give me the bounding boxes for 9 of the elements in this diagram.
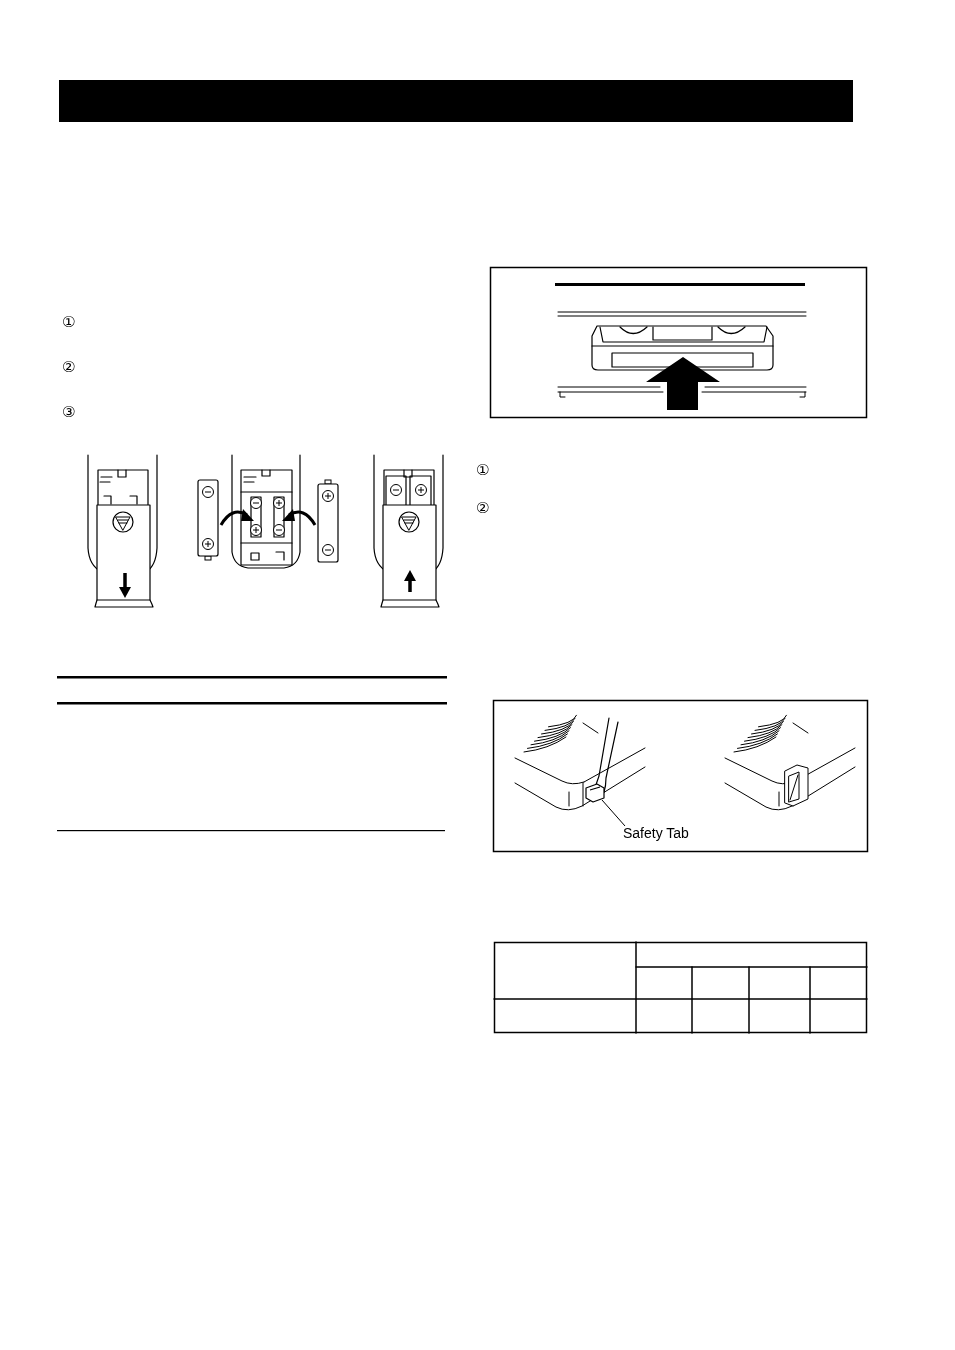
step-number: ② [476, 501, 490, 516]
step-number: ① [62, 315, 76, 330]
step-number: ③ [62, 405, 76, 420]
title-bar [59, 80, 853, 122]
step-number: ② [62, 360, 76, 375]
step-number: ① [476, 463, 490, 478]
leader-line [601, 799, 626, 827]
part-label: Safety Tab [623, 826, 689, 840]
safety-tab [585, 783, 605, 803]
